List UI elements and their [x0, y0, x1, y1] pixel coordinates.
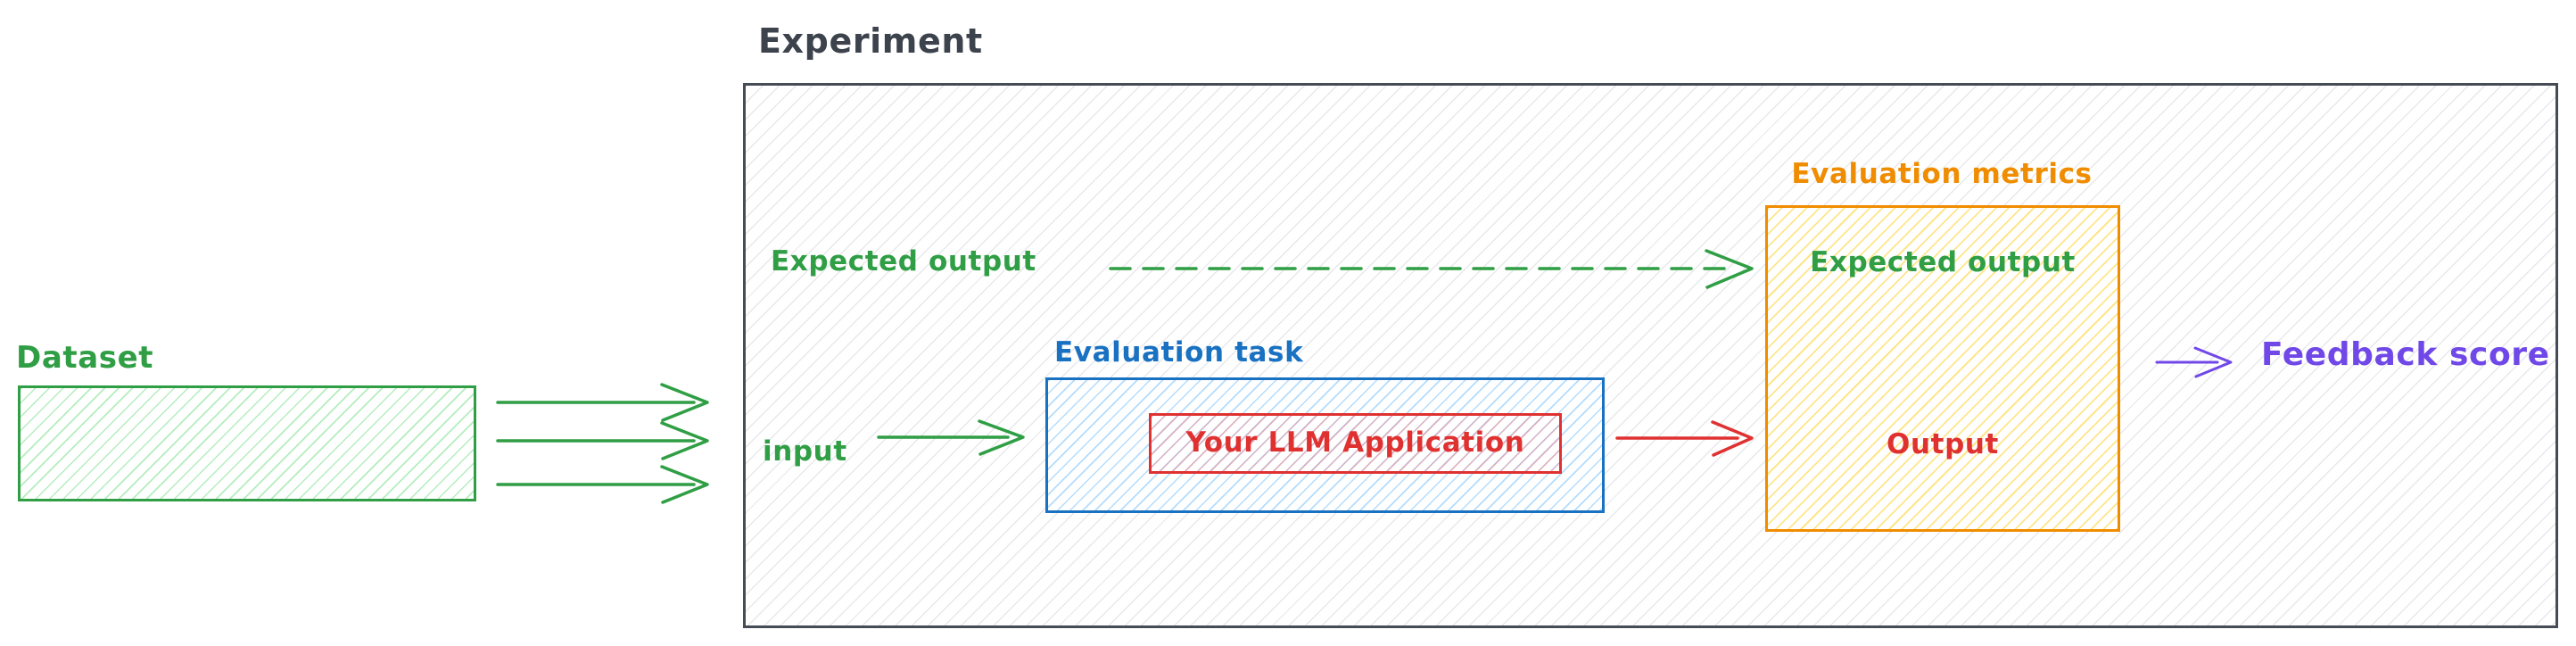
dataset-flow-arrow-3: [498, 467, 707, 502]
input-label: input: [763, 435, 847, 468]
dataset-label: Dataset: [16, 340, 154, 376]
metrics-expected-output-label: Expected output: [1810, 246, 2076, 278]
evaluation-metrics-box: Expected output Output: [1765, 205, 2120, 532]
llm-application-label: Your LLM Application: [1185, 427, 1525, 460]
feedback-score-label: Feedback score: [2261, 336, 2550, 373]
evaluation-task-label: Evaluation task: [1054, 336, 1304, 369]
dataset-flow-arrow-1: [498, 385, 707, 420]
experiment-title: Experiment: [758, 21, 983, 61]
metrics-output-label: Output: [1887, 428, 1999, 460]
expected-output-label: Expected output: [771, 245, 1036, 277]
evaluation-metrics-label: Evaluation metrics: [1791, 158, 2093, 190]
experiment-box: [743, 83, 2558, 628]
dataset-flow-arrow-2: [498, 423, 707, 459]
llm-application-box: Your LLM Application: [1149, 413, 1562, 474]
dataset-box: [18, 385, 476, 501]
evaluation-task-box: Your LLM Application: [1045, 377, 1605, 513]
